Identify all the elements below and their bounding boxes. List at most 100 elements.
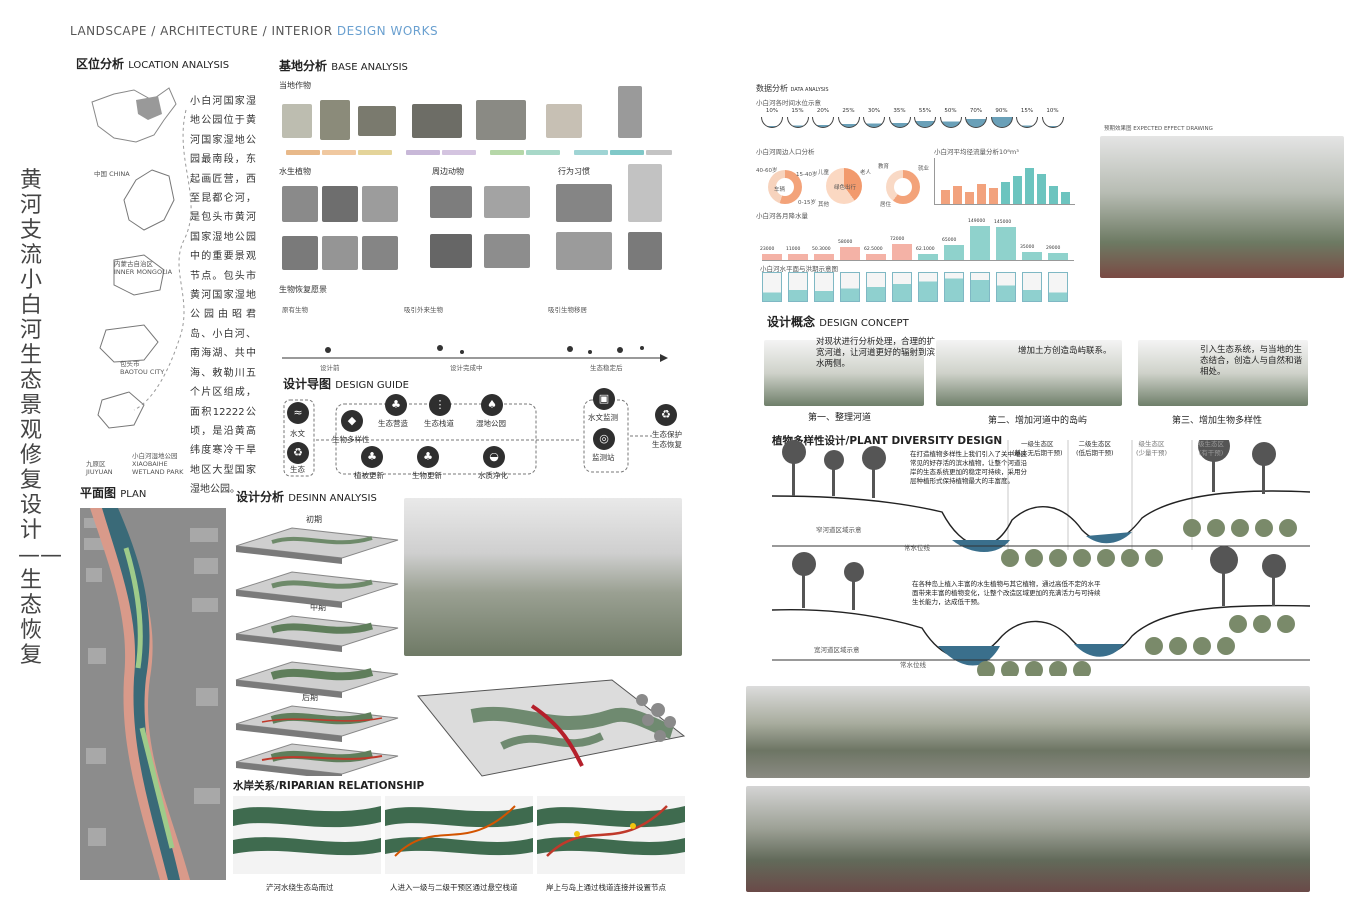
effect-label-cn: 预期效果图 [1104,126,1132,132]
concept-caption-3: 第三、增加生物多样性 [1172,416,1263,426]
vegetation-icon: ♣ [361,446,383,468]
water-level-pct: 15% [791,108,804,114]
aquatic-photo [362,186,398,222]
water-level-gauge [996,272,1016,302]
water-level-gauge [866,272,886,302]
water-level-bowl [1016,117,1038,128]
render-bottom-1 [746,686,1310,778]
flow-bar [977,184,986,204]
normal-water-label-2: 常水位线 [900,661,926,669]
monthly-flow-bar: 23000 [760,247,782,260]
normal-water-label-1: 常水位线 [904,544,930,552]
effect-render [1100,136,1344,278]
concept-text-3: 引入生态系统，与当地的生态结合，创造人与自然和谐相处。 [1200,345,1303,377]
water-purify-icon: ◒ [483,446,505,468]
water-level-gauge [788,272,808,302]
habit-photo [628,164,662,222]
pie-hole [776,178,794,196]
guide-label-species: 生物更新 [412,471,442,480]
concept-text-1: 对现状进行分析处理，合理的扩宽河道，让河道更好的辐射到滨水两侧。 [816,337,936,369]
water-level-gauge [840,272,860,302]
water-level-pct: 35% [893,108,906,114]
timeline-before: 设计前 [320,364,340,372]
water-icon: ≈ [287,402,309,424]
pie-legend-5: 0-15岁 [798,200,816,206]
restore-col-1: 原有生物 [282,306,308,314]
ecology-icon: ♻ [287,442,309,464]
water-level-row: 10%15%20%25%30%35%55%50%70%90%15%10% [760,108,1075,138]
concept-render-2 [936,340,1122,406]
water-level-pct: 70% [969,108,983,114]
restore-label: 生物恢复愿景 [279,285,327,294]
guide-label-water: 水文 [290,429,305,438]
analysis-title-en: DESINN ANALYSIS [288,493,377,504]
crops-label: 当地作物 [279,81,311,90]
water-level-bowl [888,117,911,128]
monthly-flow-bar: 35000 [1020,245,1042,260]
crop-strip [358,150,392,155]
effect-label: 预期效果图 EXPECTED EFFECT DRAWING [1104,124,1213,132]
stage-diagrams [235,527,399,776]
crop-photo-1 [282,104,312,138]
monitor-station-icon: ◎ [593,428,615,450]
pie2-label-3: 居住 [880,202,892,208]
animal-photo [430,186,472,218]
diversity-text-1: 在打造植物多样性上我们引入了关中地区常见的好存活的滨水植物，让整个河道沿岸的生态… [910,450,1027,485]
water-level-gauge [814,272,834,302]
zone-label-2: 二级生态区 (低后期干预) [1076,440,1114,457]
biodiversity-icon: ◆ [341,410,363,432]
flow-month-label: 小白河各月降水量 [756,212,808,220]
flow-bar [1037,174,1046,204]
water-level-gauge [970,272,990,302]
wetland-park-icon: ♠ [481,394,503,416]
map-label-inner-mongolia: 内蒙古自治区 INNER MONGOLIA [114,260,173,276]
crop-photo-3 [358,106,396,136]
concept-title-cn: 设计概念 [767,315,816,329]
crop-photo-4 [412,104,462,138]
diversity-sections [772,440,1311,676]
water-level-item: 70% [964,108,988,128]
water-level-pct: 30% [867,108,881,114]
pie2-label-2: 就业 [918,166,930,172]
narrow-river-label: 窄河道区域示意 [816,526,862,534]
header-highlight: DESIGN WORKS [336,24,439,38]
data-title: 数据分析 DATA ANALYSIS [756,83,829,94]
water-level-bowl [812,117,834,128]
plan-title: 平面图 PLAN [80,484,146,501]
water-level-bowl [837,117,860,128]
monthly-flow-value: 62.5000 [864,247,883,252]
map-label-xiaobaihe: 小白河湿地公园 XIAOBAIHE WETLAND PARK [132,452,184,476]
flow-bar [989,188,998,204]
water-level-gauge [918,272,938,302]
monthly-flow-value: 62.1000 [916,247,935,252]
pie-legend-1: 40-60岁 [756,168,778,174]
pie-label: 小白河周边人口分析 [756,148,815,156]
crop-strip [490,150,524,155]
terrain-model [417,679,686,777]
monthly-flow-bar: 72000 [890,237,912,260]
water-level-gauge [762,272,782,302]
monthly-flow-value: 35000 [1020,245,1035,251]
restore-timeline [282,345,668,362]
pie-legend-4: 老人 [860,170,872,176]
pie1-label-2: 绿色出行 [834,185,857,191]
water-level-item: 35% [888,108,912,128]
water-level-pct: 10% [1046,108,1059,114]
flow-bar [941,190,950,204]
pie-legend-2: 15-40岁 [796,172,818,178]
aquatic-photo [282,186,318,222]
crop-strip [406,150,440,155]
riparian-caption-2: 人进入一级与二级干预区通过悬空栈道 [390,883,518,892]
vertical-title: 黄河支流小白河生态景观修复设计——生态恢复 [18,168,62,668]
stage-early: 初期 [306,515,322,524]
animals-label: 周边动物 [432,167,464,176]
flow-bar-label: 小白河平均径流量分析10⁸m³ [934,148,1019,156]
monthly-flow-value: 11000 [786,247,801,252]
water-level-gauges [762,272,1074,302]
water-level-item: 90% [990,108,1014,128]
concept-caption-1: 第一、整理河道 [808,413,872,423]
monthly-flow-bar: 145000 [994,220,1016,260]
crop-photo-2 [320,100,350,140]
riparian-caption-1: 浐河水绕生态岛而过 [266,883,334,892]
